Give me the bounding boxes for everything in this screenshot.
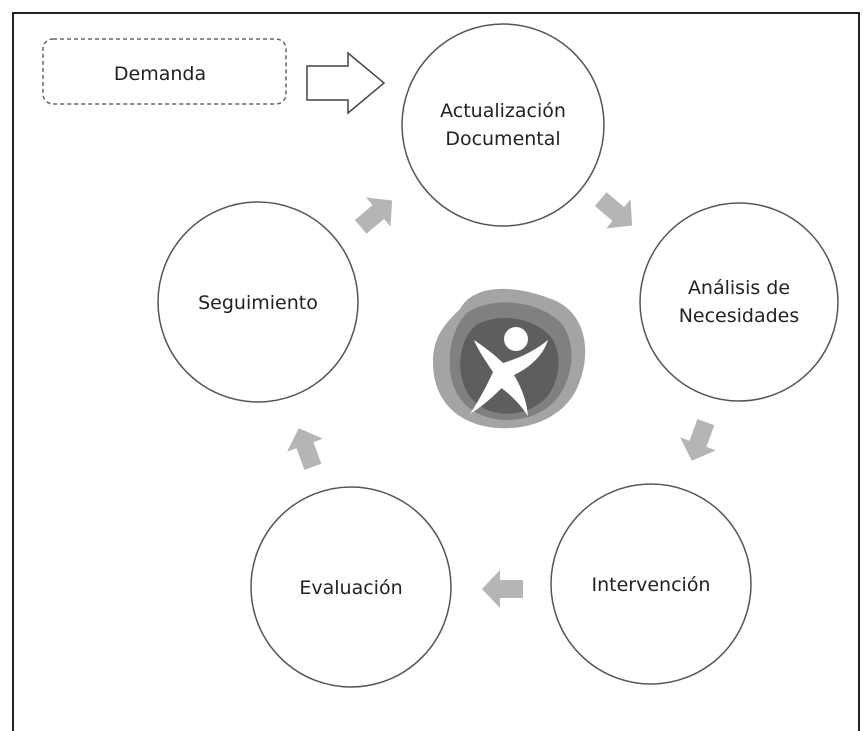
outline-arrow-icon — [306, 51, 386, 115]
node-analisis-necesidades: Análisis de Necesidades — [639, 202, 839, 402]
diagram-frame — [12, 12, 860, 731]
node-label: Seguimiento — [198, 292, 318, 314]
node-label: Evaluación — [299, 577, 402, 599]
cycle-arrow-icon — [673, 415, 724, 468]
node-label: Intervención — [592, 574, 711, 596]
person-logo-icon — [432, 288, 586, 429]
node-actualizacion-documental: Actualización Documental — [401, 23, 605, 227]
demand-label: Demanda — [114, 63, 206, 85]
cycle-arrow-icon — [482, 570, 523, 608]
node-label-line: Documental — [445, 128, 560, 150]
node-label-line: Actualización — [440, 100, 566, 122]
cycle-arrow-icon — [348, 185, 405, 242]
node-label-line: Necesidades — [679, 305, 800, 327]
cycle-arrow-icon — [588, 184, 645, 241]
node-label-line: Análisis de — [688, 277, 790, 299]
cycle-arrow-icon — [280, 421, 331, 474]
demand-box: Demanda — [42, 38, 287, 105]
node-intervencion: Intervención — [550, 483, 752, 685]
node-evaluacion: Evaluación — [250, 486, 452, 688]
node-seguimiento: Seguimiento — [157, 201, 359, 403]
